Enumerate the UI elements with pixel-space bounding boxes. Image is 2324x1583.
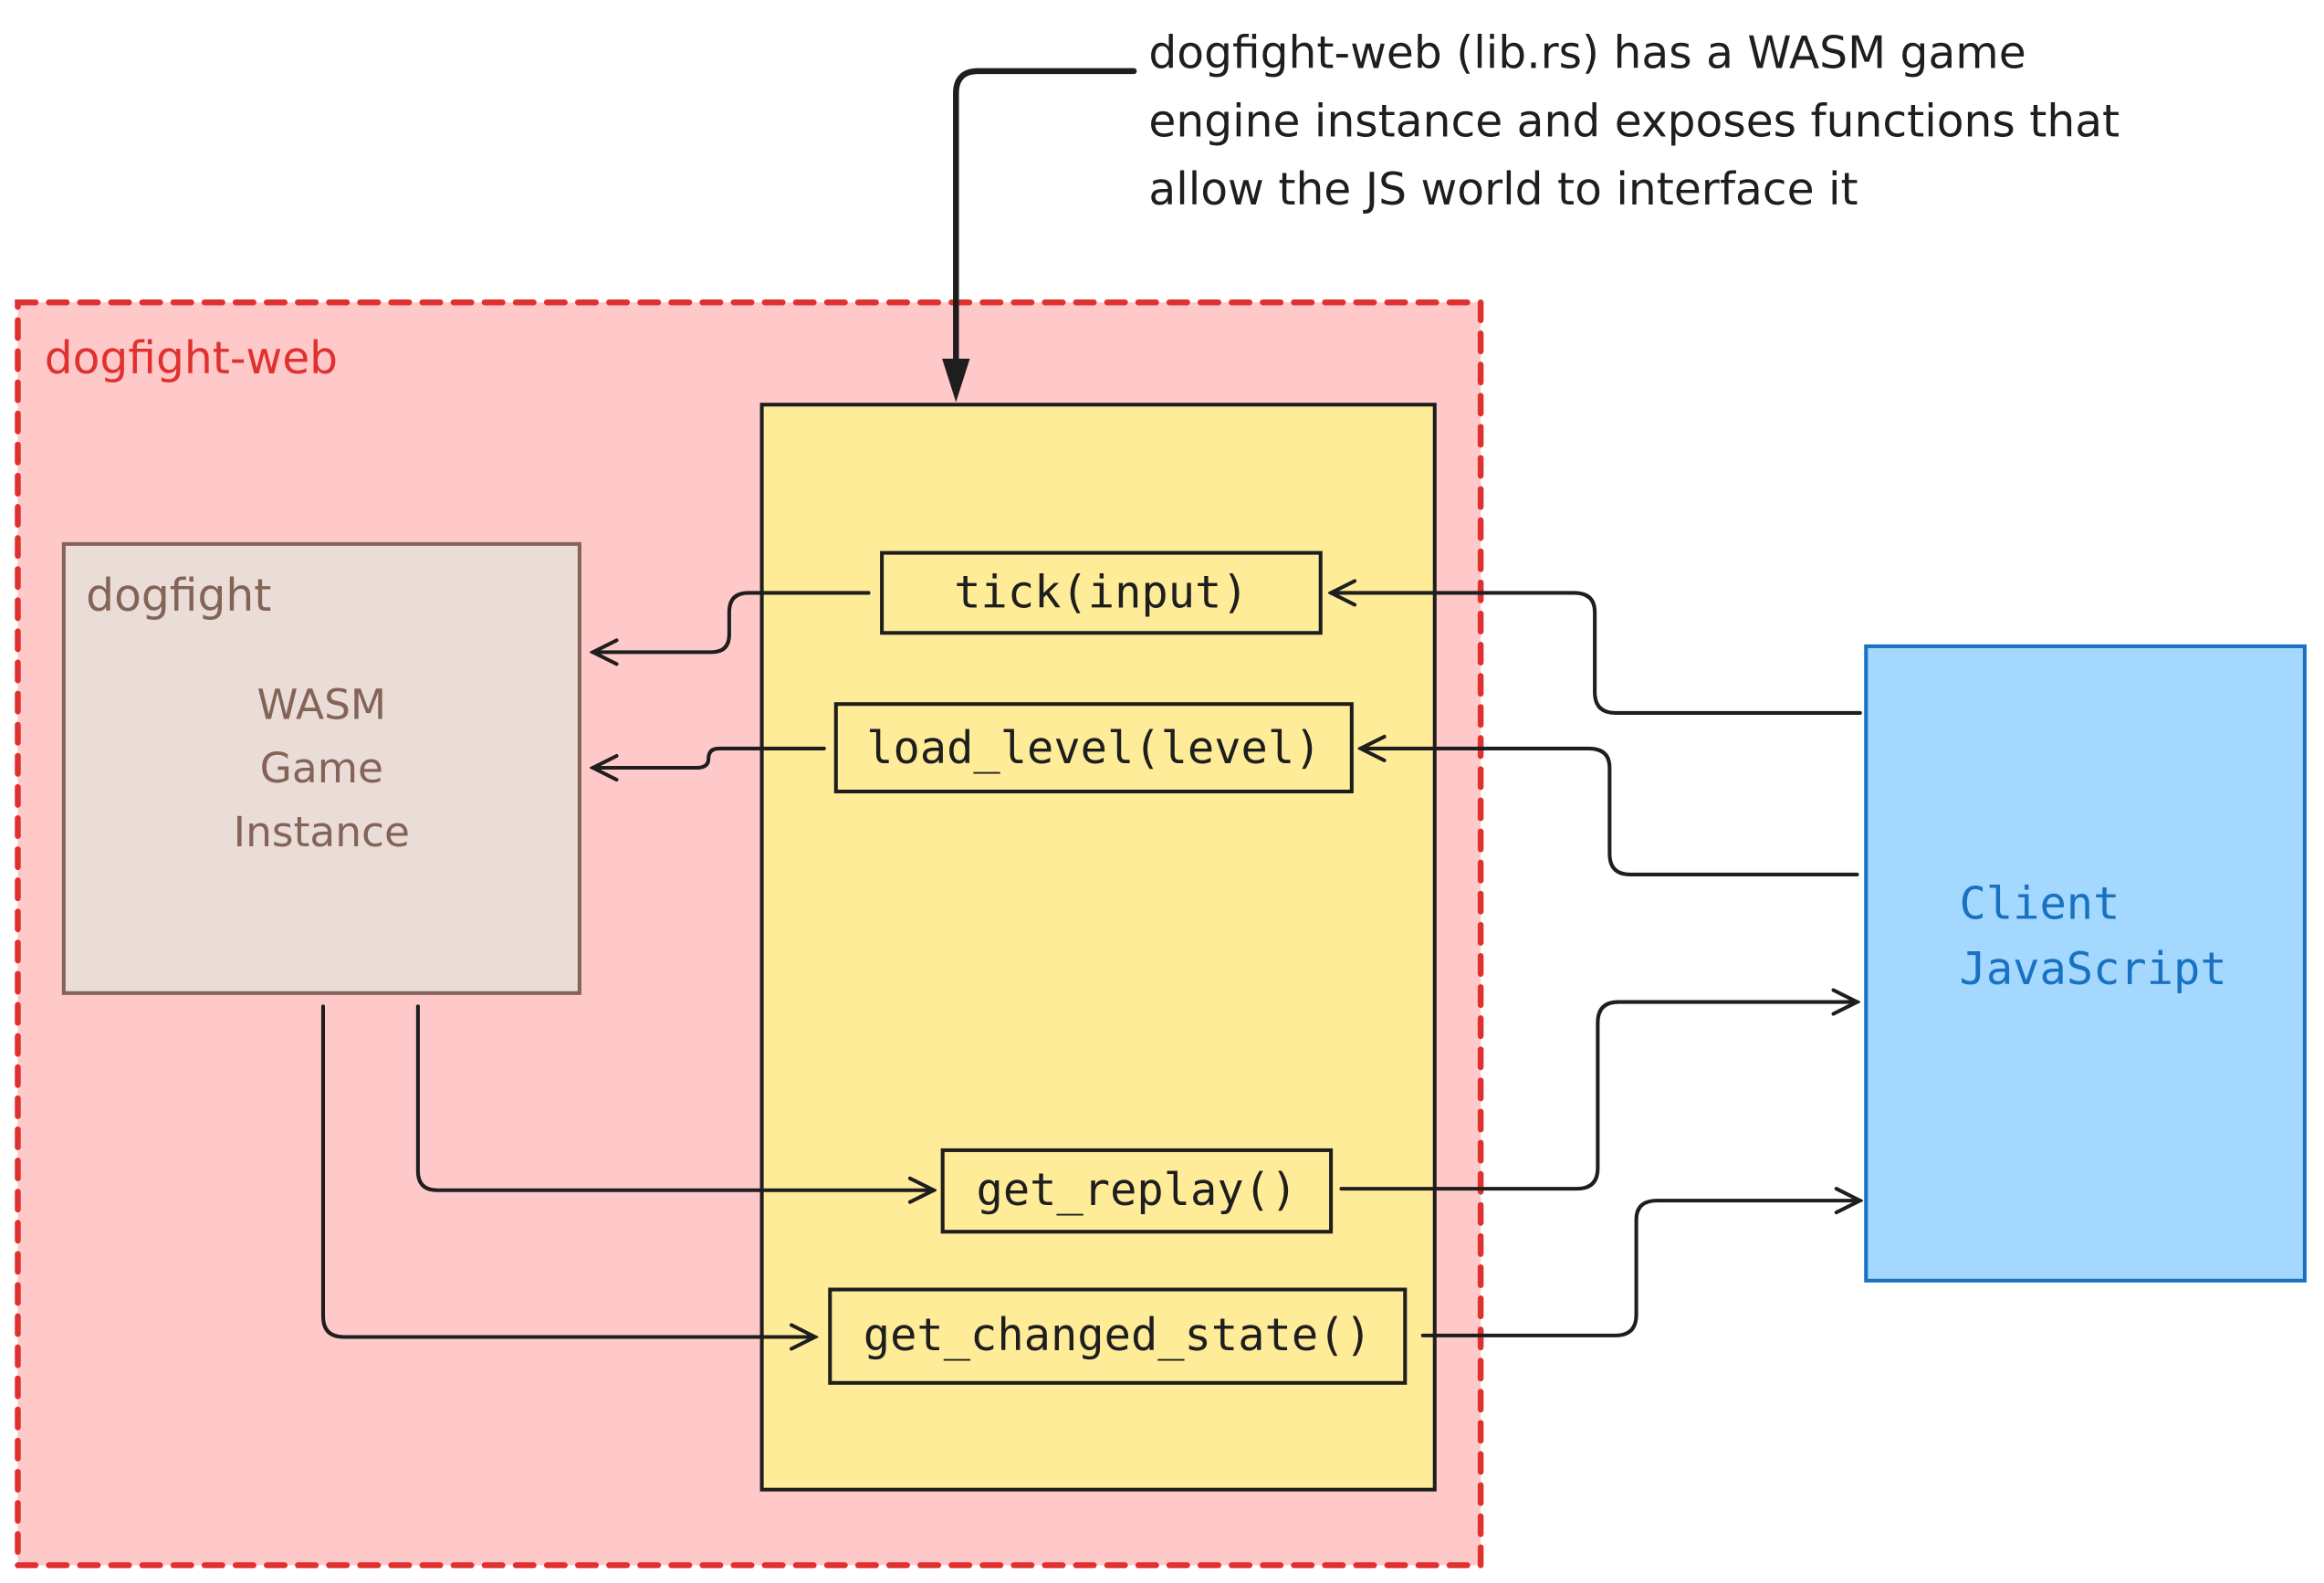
function-get-replay-box	[940, 1148, 1334, 1234]
function-get-replay-label: get_replay()	[977, 1165, 1298, 1216]
arrow-load-level-to-game	[592, 746, 826, 768]
arrow-get-replay-to-client	[1339, 1002, 1857, 1191]
client-box-line-1: Client	[1960, 879, 2120, 930]
annotation-line-2: engine instance and exposes functions th…	[1148, 96, 2120, 147]
game-box-line-3: Instance	[234, 808, 410, 856]
function-load-level-label: load_level(level)	[866, 723, 1321, 774]
function-get-changed-state-label: get_changed_state()	[864, 1310, 1372, 1361]
annotation-arrow	[953, 68, 1137, 386]
function-tick-label: tick(input)	[954, 568, 1248, 619]
arrow-client-to-load-level	[1361, 749, 1859, 876]
function-get-changed-state-box	[828, 1287, 1408, 1385]
game-box-line-1: WASM	[257, 680, 387, 729]
game-box-label: dogfight	[86, 571, 271, 622]
api-box: tick(input) load_level(level) get_replay…	[759, 403, 1437, 1492]
annotation-line-3: allow the JS world to interface it	[1148, 164, 1858, 215]
game-box	[61, 541, 581, 995]
function-get-replay: get_replay()	[940, 1148, 1334, 1234]
function-get-changed-state: get_changed_state()	[828, 1287, 1408, 1385]
arrow-client-to-tick	[1331, 592, 1862, 715]
annotation-line-1: dogfight-web (lib.rs) has a WASM game	[1148, 28, 2026, 79]
client-box-rect	[1864, 644, 2307, 1283]
function-tick: tick(input)	[880, 550, 1323, 635]
function-load-level: load_level(level)	[833, 702, 1354, 794]
annotation-arrowhead	[942, 358, 970, 403]
arrow-game-to-get-changed-state	[320, 1004, 815, 1337]
arrow-game-to-get-replay	[415, 1004, 934, 1190]
function-load-level-box	[833, 702, 1354, 794]
dogfight-game-box: dogfight WASM Game Instance	[61, 541, 581, 995]
container-label: dogfight-web	[45, 333, 338, 384]
annotation: dogfight-web (lib.rs) has a WASM game en…	[942, 28, 2120, 403]
game-box-line-2: Game	[260, 744, 383, 792]
function-tick-box	[880, 550, 1323, 635]
arrow-get-changed-state-to-client	[1420, 1200, 1860, 1337]
client-js-box: Client JavaScript	[1864, 644, 2307, 1283]
arrow-tick-to-game	[592, 591, 871, 652]
client-box-line-2: JavaScript	[1960, 944, 2227, 995]
